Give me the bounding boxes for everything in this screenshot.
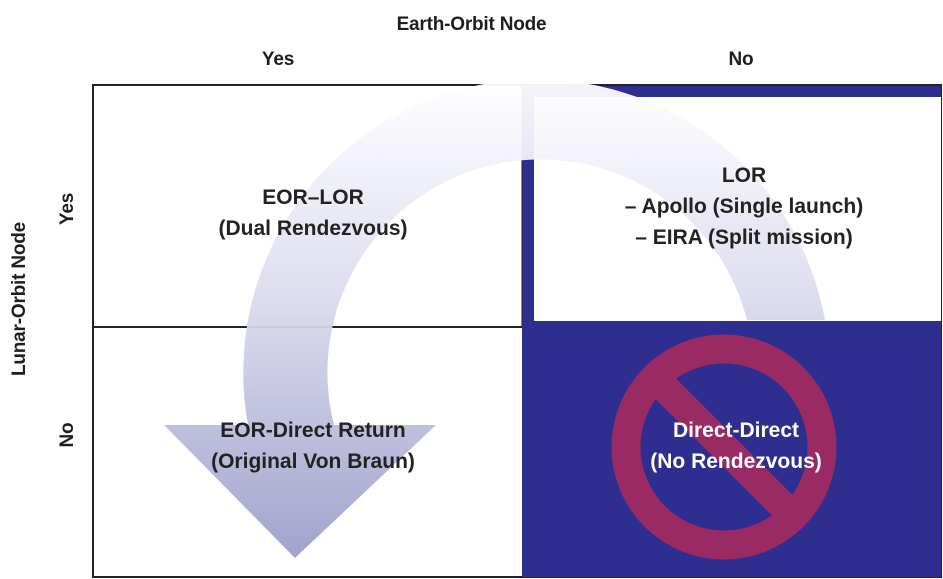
row-header-no: No: [57, 422, 78, 448]
direct-direct-title: Direct-Direct: [672, 419, 800, 442]
column-header-no: No: [728, 49, 754, 70]
lunar-orbit-node-title: Lunar-Orbit Node: [9, 221, 30, 377]
eor-lor-label: EOR–LOR (Dual Rendezvous): [218, 182, 407, 244]
eor-direct-subtitle: (Original Von Braun): [211, 450, 415, 473]
direct-direct-label: Direct-Direct (No Rendezvous): [650, 415, 822, 477]
lor-apollo-item: – Apollo (Single launch): [624, 195, 864, 218]
lor-title: LOR: [721, 164, 767, 187]
prohibition-icon: [611, 334, 837, 560]
direct-direct-subtitle: (No Rendezvous): [650, 450, 822, 473]
earth-orbit-node-title: Earth-Orbit Node: [396, 14, 547, 35]
lor-label: LOR – Apollo (Single launch) – EIRA (Spl…: [625, 160, 863, 253]
eor-direct-title: EOR-Direct Return: [220, 419, 406, 442]
eor-lor-subtitle: (Dual Rendezvous): [218, 217, 408, 240]
eor-direct-label: EOR-Direct Return (Original Von Braun): [211, 415, 415, 477]
eor-lor-title: EOR–LOR: [262, 186, 364, 209]
row-header-yes: Yes: [57, 192, 78, 226]
column-header-yes: Yes: [261, 49, 295, 70]
lor-eira-item: – EIRA (Split mission): [635, 226, 853, 249]
curved-arrow: [164, 79, 825, 558]
